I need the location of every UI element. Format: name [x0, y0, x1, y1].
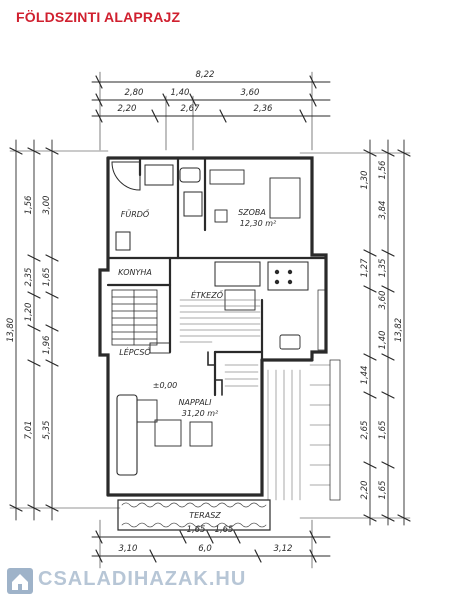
room-bedroom-label: SZOBA	[238, 208, 266, 217]
dim-left-inner-2: 1,96	[42, 335, 52, 355]
dim-left-inner-1: 1,65	[42, 268, 52, 287]
room-living-area: 31,20 m²	[182, 409, 219, 418]
dim-right-inner-2: 1,40	[378, 331, 388, 350]
dim-right-outer-5: 2,65	[360, 421, 370, 440]
dim-right-inner-3: 1,65	[378, 421, 388, 440]
dim-left-outer-0: 1,56	[24, 195, 34, 215]
dim-left-inner-3: 5,35	[42, 421, 52, 440]
watermark-logo: CSALADIHAZAK.HU	[6, 566, 245, 596]
dim-top-r1-0: 2,80	[125, 88, 144, 98]
dim-top-r1-1: 1,40	[171, 88, 190, 98]
dim-right-inner-0: 1,56	[378, 160, 388, 180]
dim-bottom-r2-1: 6,0	[198, 544, 212, 554]
dim-right-inner-4: 1,65	[378, 481, 388, 500]
dim-top-r2-2: 2,36	[254, 104, 274, 114]
dim-right-outer-2: 1,27	[360, 258, 370, 278]
dim-right-outer-0: 1,30	[360, 171, 370, 190]
dim-right-outer-3: 3,60	[378, 291, 388, 310]
room-bath-label: FÜRDŐ	[121, 209, 150, 219]
dim-left-inner-0: 3,00	[42, 196, 52, 215]
watermark-text: CSALADIHAZAK.HU	[38, 568, 247, 590]
room-terrace-label: TERASZ	[189, 511, 221, 520]
dim-right-overall: 13,82	[394, 318, 404, 342]
dim-right-outer-1: 3,84	[378, 201, 388, 220]
dim-left-overall: 13,80	[6, 318, 16, 342]
room-level: ±0,00	[153, 381, 178, 390]
room-dining-label: ÉTKEZŐ	[191, 289, 224, 300]
dim-top-overall: 8,22	[196, 70, 215, 80]
page-title: FÖLDSZINTI ALAPRAJZ	[16, 9, 181, 25]
room-kitchen-label: KONYHA	[118, 268, 152, 277]
dim-bottom-r1-0: 1,65	[187, 525, 206, 535]
dim-bottom-r2-0: 3,10	[119, 544, 138, 554]
dim-top-r2-1: 2,67	[181, 104, 201, 114]
dim-top-r2-0: 2,20	[118, 104, 137, 114]
dim-bottom-r1-1: 1,65	[215, 525, 234, 535]
room-living-label: NAPPALI	[179, 398, 213, 407]
dim-right-outer-6: 2,20	[360, 481, 370, 500]
dim-bottom-r2-2: 3,12	[274, 544, 293, 554]
dim-left-outer-1: 2,35	[24, 268, 34, 287]
dim-right-outer-4: 1,44	[360, 366, 370, 385]
dim-right-inner-1: 1,35	[378, 259, 388, 278]
dim-left-outer-3: 7,01	[24, 421, 34, 440]
house-logo-icon	[7, 568, 33, 594]
dim-top-r1-2: 3,60	[241, 88, 260, 98]
dim-left-outer-2: 1,20	[24, 303, 34, 322]
room-stair-label: LÉPCSŐ	[119, 346, 151, 357]
room-bedroom-area: 12,30 m²	[240, 219, 277, 228]
